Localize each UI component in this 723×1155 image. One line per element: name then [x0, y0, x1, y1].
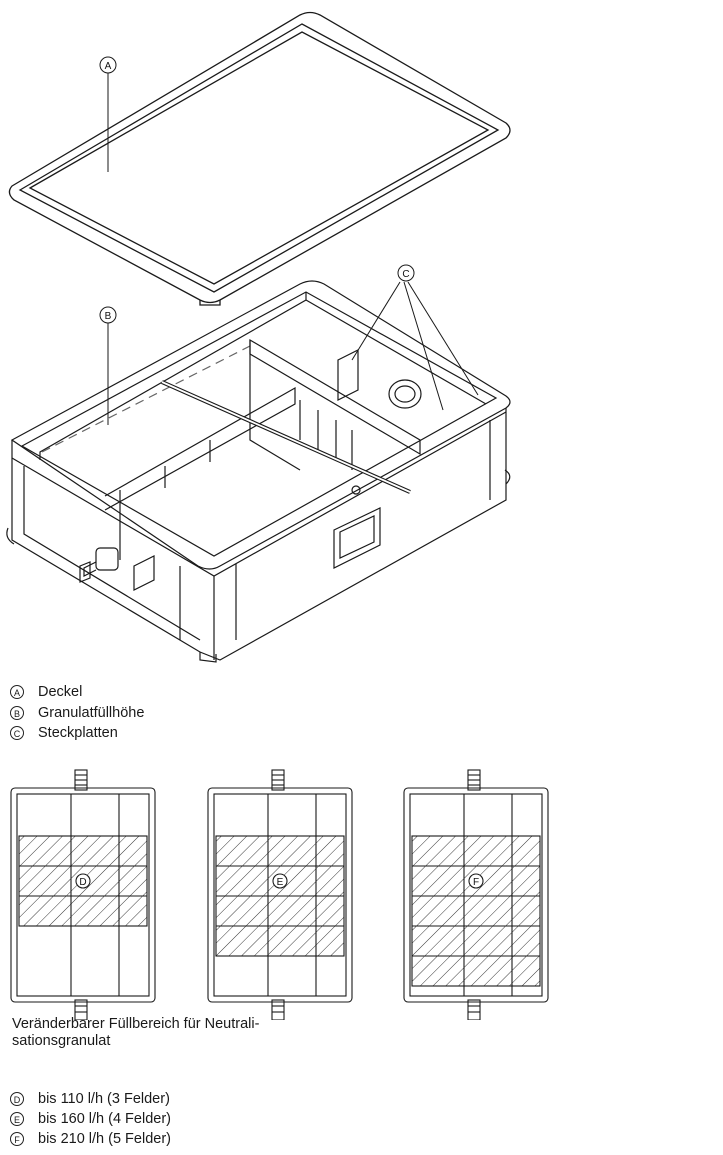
- legend-symbol: E: [10, 1112, 24, 1126]
- fill-area-caption: Veränderbarer Füllbereich für Neutrali- …: [12, 1016, 312, 1050]
- legend-item-e: E bis 160 l/h (4 Felder): [10, 1110, 171, 1128]
- legend-text: Deckel: [38, 684, 83, 700]
- panel-d-label: D: [79, 877, 86, 888]
- callout-b: B: [99, 306, 117, 324]
- leader-lines: [107, 73, 479, 425]
- box-drawing: [6, 280, 511, 663]
- callout-b-label: B: [105, 311, 112, 322]
- legend-symbol: D: [10, 1092, 24, 1106]
- lid-drawing: [8, 11, 511, 306]
- panel-f-label: F: [473, 877, 479, 888]
- panel-f: F: [403, 769, 549, 1020]
- legend-text: bis 160 l/h (4 Felder): [38, 1111, 171, 1127]
- panel-e-label: E: [277, 877, 284, 888]
- legend-text: Steckplatten: [38, 725, 118, 741]
- legend-item-a: A Deckel: [10, 683, 82, 701]
- legend-text: bis 110 l/h (3 Felder): [38, 1091, 170, 1107]
- callout-c-label: C: [402, 269, 409, 280]
- neutralization-box-illustration: A B C: [6, 11, 511, 663]
- callout-a: A: [99, 56, 117, 74]
- legend-symbol: C: [10, 726, 24, 740]
- legend-item-c: C Steckplatten: [10, 724, 118, 742]
- fill-area-panels: D E F: [10, 769, 549, 1020]
- legend-symbol: F: [10, 1132, 24, 1146]
- panel-d: D: [10, 769, 156, 1020]
- legend-text: bis 210 l/h (5 Felder): [38, 1131, 171, 1147]
- legend-item-d: D bis 110 l/h (3 Felder): [10, 1090, 170, 1108]
- legend-text: Granulatfüllhöhe: [38, 705, 145, 721]
- callout-a-label: A: [105, 61, 112, 72]
- legend-symbol: A: [10, 685, 24, 699]
- caption-line-2: sationsgranulat: [12, 1033, 111, 1049]
- legend-item-f: F bis 210 l/h (5 Felder): [10, 1130, 171, 1148]
- panel-e: E: [207, 769, 353, 1020]
- legend-item-b: B Granulatfüllhöhe: [10, 704, 144, 722]
- caption-line-1: Veränderbarer Füllbereich für Neutrali-: [12, 1016, 260, 1032]
- legend-symbol: B: [10, 706, 24, 720]
- callout-c: C: [397, 264, 415, 282]
